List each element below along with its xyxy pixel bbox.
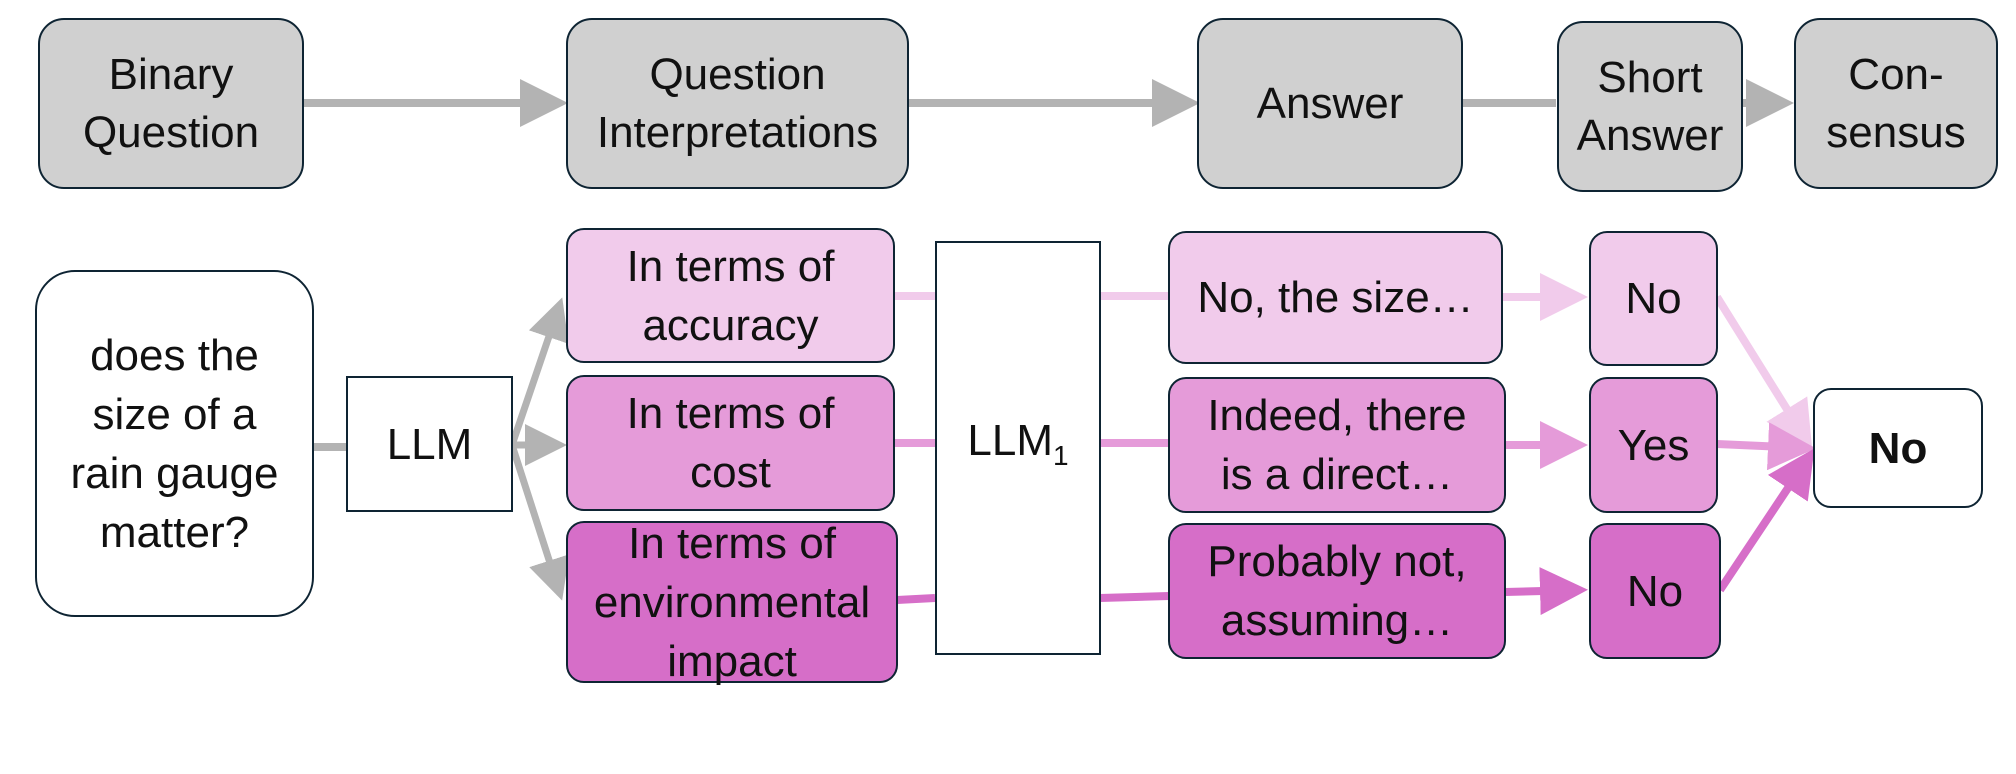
stage-answer-label: Answer	[1256, 78, 1404, 128]
llm-box-label: LLM	[386, 419, 473, 469]
stage-short-answer-label: Short Answer	[1576, 52, 1724, 160]
interpretation-environmental-impact: In terms of environmental impact	[566, 519, 898, 686]
llm1-box-label: LLM1	[967, 411, 1068, 485]
llm-arrow-accuracy	[508, 297, 569, 447]
short-to-consensus-arrow-2	[1716, 422, 1816, 471]
stage-short-answer: Short Answer	[1557, 21, 1743, 192]
llm-arrow-environmental	[508, 443, 570, 601]
interpretation-cost: In terms of cost	[566, 375, 895, 511]
example-question: does the size of a rain gauge matter?	[35, 270, 314, 617]
interpretation-environmental-impact-label: In terms of environmental impact	[593, 518, 871, 686]
llm1-to-answer-line-3	[1099, 592, 1170, 602]
short-answer-accuracy-label: No	[1625, 274, 1682, 323]
interpretation-accuracy: In terms of accuracy	[566, 228, 895, 363]
stage-question-interpretations-label: Question Interpretations	[596, 49, 879, 157]
short-answer-environmental-impact-label: No	[1626, 566, 1684, 616]
short-answer-accuracy: No	[1589, 231, 1718, 366]
llm1-subscript: 1	[1053, 440, 1069, 471]
llm1-name: LLM	[967, 416, 1053, 465]
answer-accuracy: No, the size…	[1168, 231, 1503, 364]
interpretation-accuracy-label: In terms of accuracy	[626, 241, 835, 350]
stage-binary-question-label: Binary Question	[82, 49, 260, 157]
short-answer-cost: Yes	[1589, 377, 1718, 513]
consensus-result: No	[1813, 388, 1983, 508]
stage-question-interpretations: Question Interpretations	[566, 18, 909, 189]
interp-to-llm1-line-3	[896, 594, 936, 604]
stage-binary-question: Binary Question	[38, 18, 304, 189]
answer-environmental-impact: Probably not, assuming…	[1168, 523, 1506, 659]
llm1-box: LLM1	[935, 241, 1101, 655]
stage-consensus-label: Con- sensus	[1826, 49, 1966, 157]
answer-environmental-impact-label: Probably not, assuming…	[1207, 537, 1467, 645]
answer-to-short-arrow-3	[1504, 567, 1588, 616]
short-answer-cost-label: Yes	[1617, 420, 1690, 470]
interpretation-cost-label: In terms of cost	[626, 389, 835, 497]
answer-cost: Indeed, there is a direct…	[1168, 377, 1506, 513]
example-question-text: does the size of a rain gauge matter?	[70, 330, 279, 557]
stage-consensus: Con- sensus	[1794, 18, 1998, 189]
answer-cost-label: Indeed, there is a direct…	[1207, 391, 1467, 499]
short-to-consensus-arrow-1	[1713, 294, 1813, 450]
llm-box: LLM	[346, 376, 513, 512]
answer-accuracy-label: No, the size…	[1197, 273, 1474, 322]
consensus-result-label: No	[1868, 423, 1928, 473]
short-to-consensus-arrow-3	[1716, 448, 1815, 593]
stage-answer: Answer	[1197, 18, 1463, 189]
short-answer-environmental-impact: No	[1589, 523, 1721, 659]
